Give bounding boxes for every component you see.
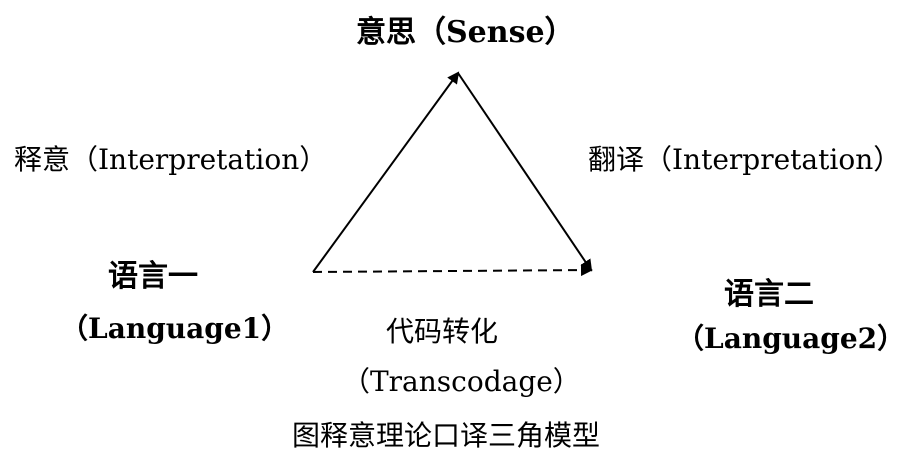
arrow-language1-to-sense [312, 71, 460, 273]
node-sense: 意思（Sense） [356, 15, 575, 50]
figure-caption: 图释意理论口译三角模型 [292, 419, 601, 452]
edge-label-left: 释意（Interpretation） [14, 143, 328, 176]
edge-label-bottom-chinese: 代码转化 [386, 315, 499, 348]
node-language2-english: （Language2） [676, 322, 900, 355]
arrow-sense-to-language2 [457, 72, 593, 272]
node-language1-chinese: 语言一 [108, 259, 198, 294]
dashed-arrow-language1-to-language2 [312, 264, 593, 277]
node-language1-english: （Language1） [60, 312, 290, 345]
node-language2-chinese: 语言二 [724, 277, 814, 312]
edge-label-bottom-english: （Transcodage） [342, 365, 581, 398]
edge-label-right: 翻译（Interpretation） [588, 143, 900, 176]
